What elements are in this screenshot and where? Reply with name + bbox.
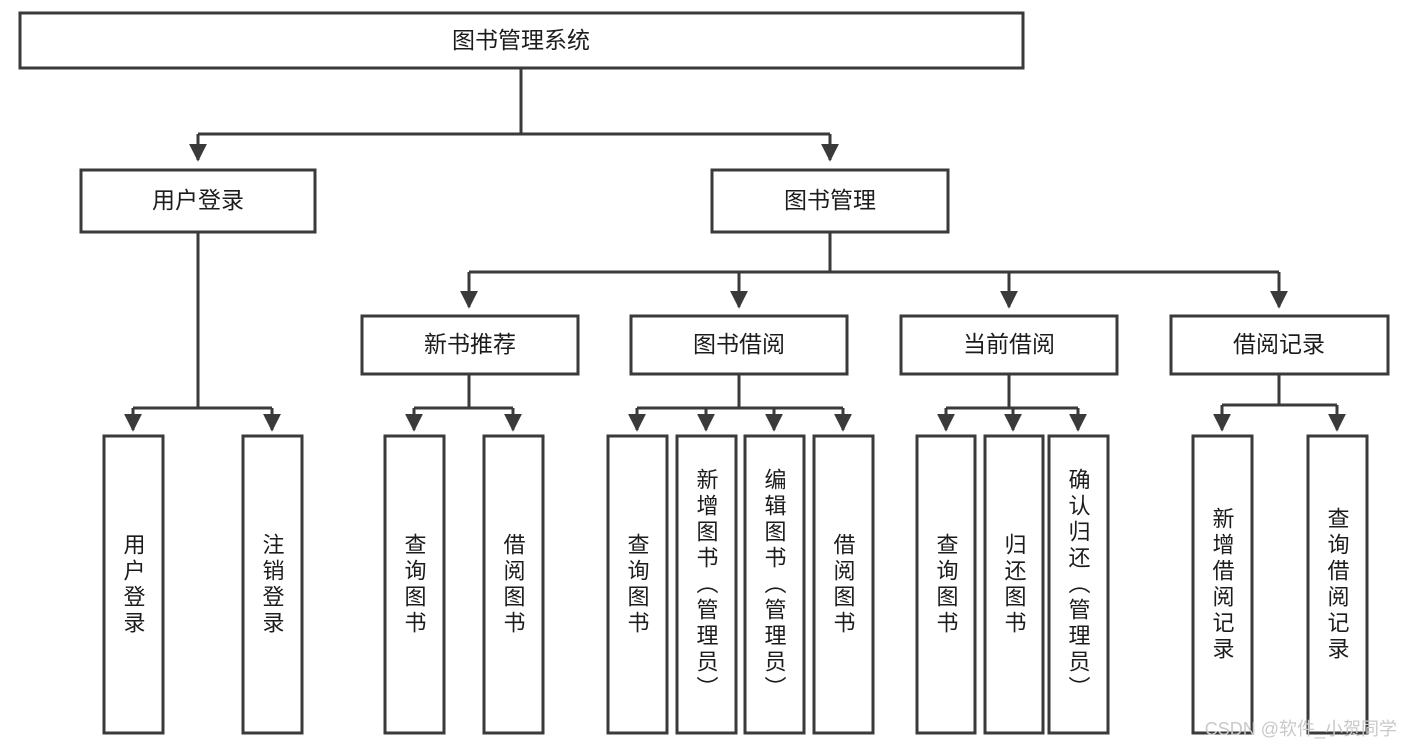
node-new-book-recommend[interactable]: 新书推荐 <box>360 314 580 376</box>
node-current-borrow[interactable]: 当前借阅 <box>899 314 1119 376</box>
connector-group-book-borrow <box>628 374 852 432</box>
node-label-current-borrow: 当前借阅 <box>963 331 1055 357</box>
node-leaf-new-book-borrow[interactable]: 借阅图书 <box>482 434 545 735</box>
connector-group-borrow-record <box>1213 374 1346 432</box>
node-label-leaf-borrow-edit: 编辑图书（管理员） <box>762 468 787 702</box>
node-leaf-record-query[interactable]: 查询借阅记录 <box>1306 434 1369 735</box>
node-label-leaf-borrow-add: 新增图书（管理员） <box>694 468 719 702</box>
node-leaf-user-login-login[interactable]: 用户登录 <box>102 434 165 735</box>
node-label-leaf-record-query: 查询借阅记录 <box>1325 507 1350 663</box>
node-leaf-current-query[interactable]: 查询图书 <box>915 434 977 735</box>
node-label-leaf-new-book-borrow: 借阅图书 <box>501 533 526 637</box>
connector-group-current-borrow <box>937 374 1087 432</box>
connector-group-user-login <box>124 232 281 432</box>
node-leaf-current-confirm-return[interactable]: 确认归还（管理员） <box>1047 434 1110 735</box>
node-user-login[interactable]: 用户登录 <box>79 168 317 234</box>
node-label-leaf-user-login-login: 用户登录 <box>121 533 146 637</box>
node-leaf-record-add[interactable]: 新增借阅记录 <box>1191 434 1254 735</box>
node-label-user-login: 用户登录 <box>152 187 244 213</box>
node-label-leaf-borrow-query: 查询图书 <box>625 533 650 637</box>
node-label-book-management: 图书管理 <box>784 187 876 213</box>
node-label-leaf-user-login-logout: 注销登录 <box>260 533 285 637</box>
node-label-leaf-current-return: 归还图书 <box>1002 533 1027 637</box>
connector-group-new-book <box>405 374 522 432</box>
node-leaf-borrow-query[interactable]: 查询图书 <box>606 434 669 735</box>
node-label-leaf-current-confirm-return: 确认归还（管理员） <box>1066 468 1091 702</box>
node-label-new-book-recommend: 新书推荐 <box>424 331 516 357</box>
node-leaf-borrow-edit[interactable]: 编辑图书（管理员） <box>743 434 806 735</box>
node-book-borrow[interactable]: 图书借阅 <box>629 314 849 376</box>
node-label-leaf-current-query: 查询图书 <box>934 533 959 637</box>
node-borrow-record[interactable]: 借阅记录 <box>1169 314 1390 376</box>
node-book-management[interactable]: 图书管理 <box>710 168 950 234</box>
node-label-leaf-record-add: 新增借阅记录 <box>1210 507 1235 663</box>
node-label-root-system: 图书管理系统 <box>452 27 590 53</box>
node-root-system[interactable]: 图书管理系统 <box>18 11 1025 70</box>
node-label-borrow-record: 借阅记录 <box>1233 331 1325 357</box>
node-leaf-borrow-add[interactable]: 新增图书（管理员） <box>675 434 738 735</box>
node-leaf-new-book-query[interactable]: 查询图书 <box>383 434 446 735</box>
connector-group-book-manage <box>460 232 1288 309</box>
node-leaf-borrow-lend[interactable]: 借阅图书 <box>812 434 875 735</box>
node-leaf-current-return[interactable]: 归还图书 <box>983 434 1045 735</box>
node-leaf-user-login-logout[interactable]: 注销登录 <box>241 434 304 735</box>
node-label-leaf-new-book-query: 查询图书 <box>402 533 427 637</box>
node-label-leaf-borrow-lend: 借阅图书 <box>831 533 856 637</box>
connector-group-root <box>189 68 839 162</box>
node-label-book-borrow: 图书借阅 <box>693 331 785 357</box>
